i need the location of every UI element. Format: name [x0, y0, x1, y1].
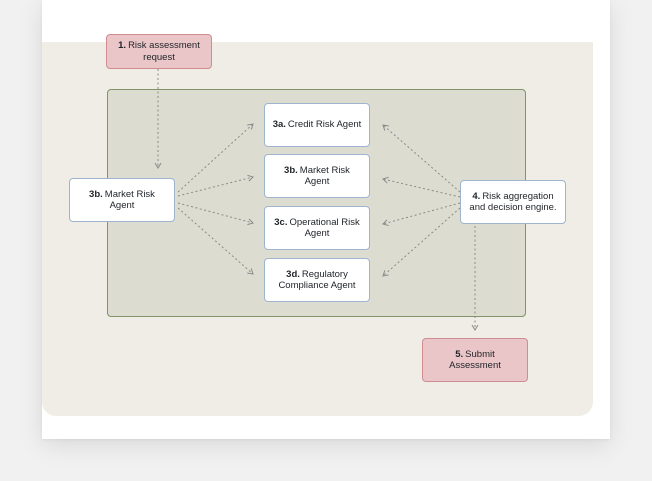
risk-aggregation-engine-node: 4.Risk aggregation and decision engine.: [460, 180, 566, 224]
market-risk-agent-node: 3b.Market Risk Agent: [264, 154, 370, 198]
node-number: 3d.: [286, 268, 300, 280]
credit-risk-agent-node: 3a.Credit Risk Agent: [264, 103, 370, 147]
node-label: Market Risk Agent: [299, 164, 350, 188]
edge-agent-to-market: [177, 174, 254, 197]
node-number: 3c.: [274, 216, 288, 228]
node-number: 4.: [472, 190, 481, 202]
node-number: 5.: [455, 348, 464, 360]
node-label: Market Risk Agent: [104, 188, 155, 212]
edge-agent-to-operational: [177, 202, 254, 226]
node-label: Operational Risk Agent: [289, 216, 360, 240]
node-label: Risk assessment request: [128, 40, 200, 63]
node-number: 3b.: [89, 188, 103, 200]
edge-aggregation-to-credit: [382, 124, 461, 193]
node-label: Credit Risk Agent: [287, 119, 362, 131]
node-number: 1.: [118, 40, 127, 51]
node-number: 3b.: [284, 164, 298, 176]
operational-risk-agent-node: 3c.Operational Risk Agent: [264, 206, 370, 250]
edge-agent-to-credit: [177, 123, 254, 193]
edge-aggregation-to-operational: [382, 202, 461, 227]
edge-agent-to-regulatory: [177, 207, 254, 275]
node-label: Risk aggregation and decision engine.: [469, 190, 557, 214]
node-label: Submit Assessment: [449, 348, 501, 372]
edge-aggregation-to-regulatory: [382, 207, 461, 277]
node-label: Regulatory Compliance Agent: [278, 268, 356, 292]
risk-assessment-request-node: 1.Risk assessment request: [106, 34, 212, 69]
market-risk-agent-left-node: 3b.Market Risk Agent: [69, 178, 175, 222]
node-number: 3a.: [272, 119, 286, 131]
regulatory-compliance-agent-node: 3d.Regulatory Compliance Agent: [264, 258, 370, 302]
submit-assessment-node: 5.Submit Assessment: [422, 338, 528, 382]
